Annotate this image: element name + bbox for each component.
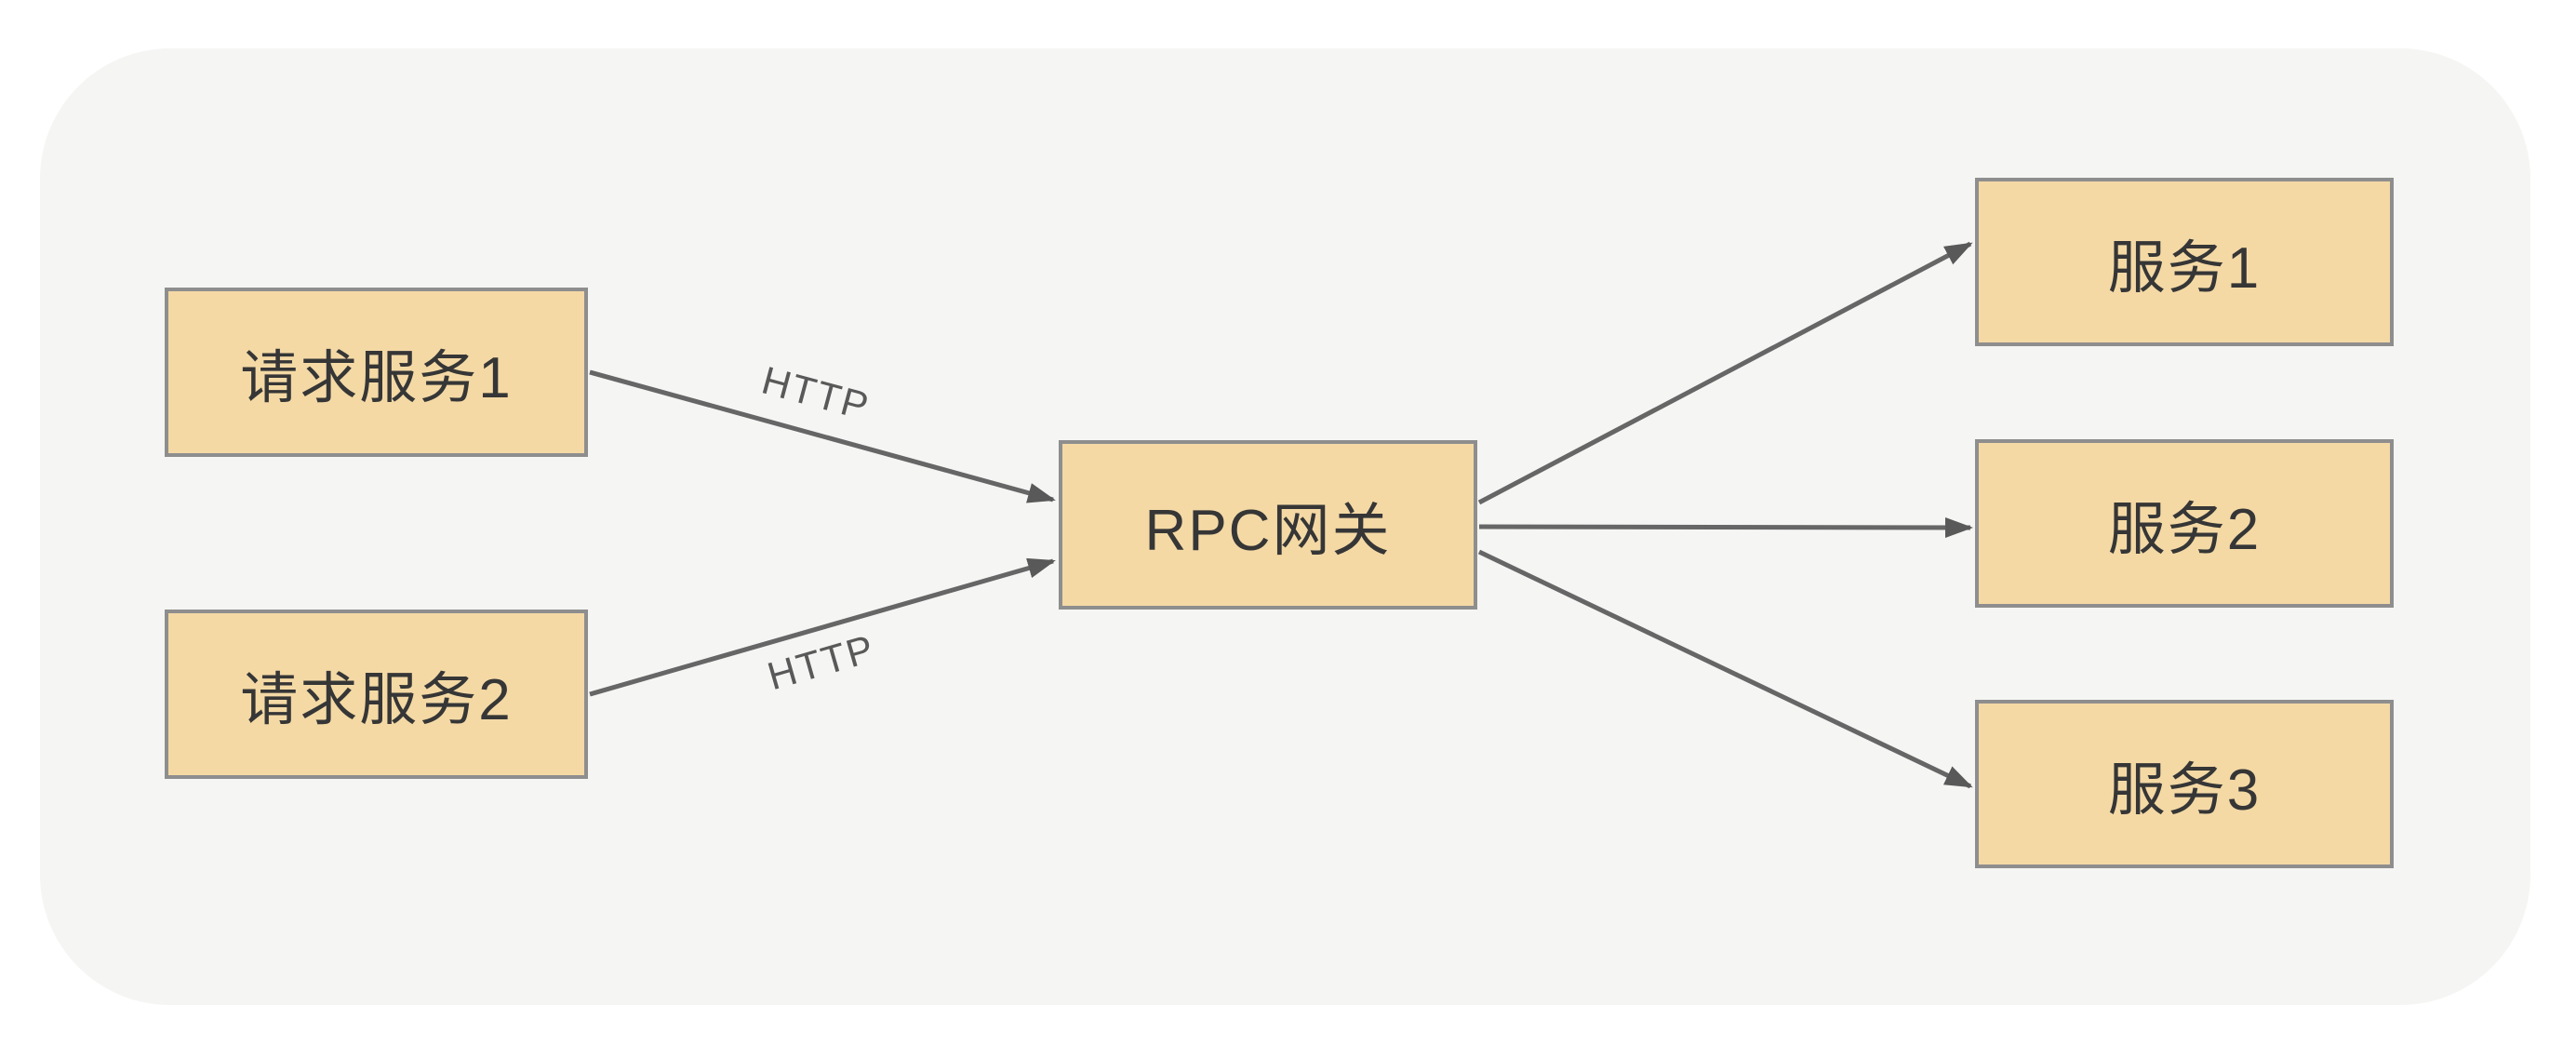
node-rpc-gateway-label: RPC网关: [1144, 499, 1392, 563]
node-service-1-label: 服务1: [2107, 235, 2262, 301]
node-request-service-1-label: 请求服务1: [240, 346, 513, 410]
node-service-3-label: 服务3: [2107, 757, 2262, 823]
node-rpc-gateway: RPC网关: [1059, 440, 1477, 610]
node-request-service-1: 请求服务1: [165, 288, 588, 457]
node-service-2-label: 服务2: [2107, 497, 2262, 562]
node-request-service-2-label: 请求服务2: [240, 668, 513, 732]
node-request-service-2: 请求服务2: [165, 610, 588, 779]
node-service-2: 服务2: [1975, 439, 2394, 608]
node-service-3: 服务3: [1975, 700, 2394, 868]
node-service-1: 服务1: [1975, 178, 2394, 346]
